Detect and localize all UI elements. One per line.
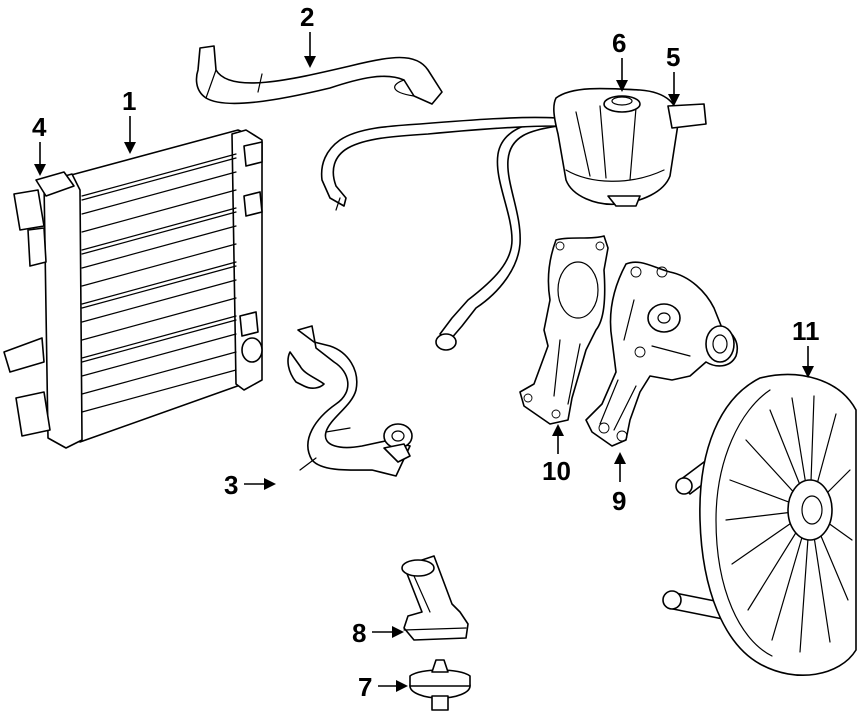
fan-assembly [662, 373, 857, 676]
callout-label-water-pump: 9 [612, 486, 626, 516]
water-pump [585, 261, 738, 447]
lower-hose [287, 325, 413, 477]
callout-label-fan-assembly: 11 [792, 316, 820, 346]
callout-label-radiator-bracket: 4 [32, 112, 47, 142]
callout-8: 8 [352, 618, 404, 648]
callout-label-upper-hose: 2 [300, 2, 314, 32]
radiator [3, 129, 263, 449]
callout-label-reservoir-cap: 6 [612, 28, 626, 58]
callout-label-thermostat-housing: 8 [352, 618, 366, 648]
callout-label-lower-hose: 3 [224, 470, 238, 500]
callout-9: 9 [612, 452, 626, 516]
callout-label-reservoir-bracket: 5 [666, 42, 680, 72]
callout-label-thermostat: 7 [358, 672, 372, 702]
callout-2: 2 [300, 2, 316, 68]
callout-label-radiator: 1 [122, 86, 136, 116]
callout-4: 4 [32, 112, 47, 176]
callout-6: 6 [612, 28, 628, 92]
upper-hose [195, 45, 443, 105]
coolant-reservoir [553, 87, 707, 207]
overflow-hose [320, 116, 561, 351]
callout-1: 1 [122, 86, 136, 154]
thermostat [409, 659, 471, 711]
callout-3: 3 [224, 470, 276, 500]
callout-7: 7 [358, 672, 408, 702]
water-pump-gasket [519, 235, 609, 425]
callout-10: 10 [542, 424, 571, 486]
callout-5: 5 [666, 42, 680, 106]
callout-11: 11 [792, 316, 820, 378]
thermostat-housing [401, 555, 469, 641]
callout-label-pump-gasket: 10 [542, 456, 571, 486]
